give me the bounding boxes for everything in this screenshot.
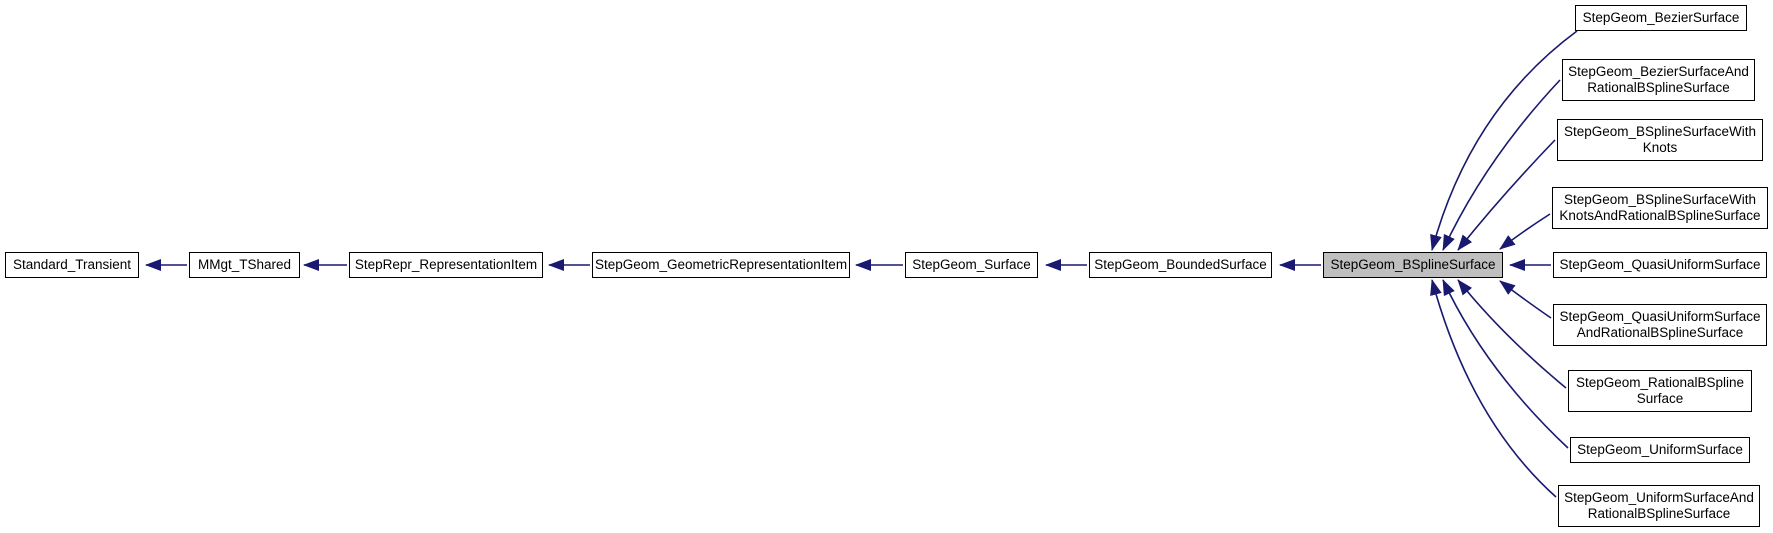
node-stepgeom-bsplinesurface: StepGeom_BSplineSurface <box>1323 252 1503 278</box>
node-stepgeom-bsplinesurfacewithknotsandrationalbsplinesurface[interactable]: StepGeom_BSplineSurfaceWith KnotsAndRati… <box>1552 187 1768 229</box>
node-stepgeom-surface[interactable]: StepGeom_Surface <box>905 252 1038 278</box>
node-stepgeom-beziersurfaceandrationalbsplinesurface[interactable]: StepGeom_BezierSurfaceAnd RationalBSplin… <box>1562 59 1755 101</box>
edge-uniformsurfaceandrational <box>1430 279 1557 498</box>
node-stepgeom-geometricrepresentationitem[interactable]: StepGeom_GeometricRepresentationItem <box>592 252 850 278</box>
edge-bsplinewithknots <box>1457 139 1556 251</box>
edge-bsplinewithknotsandrational <box>1499 213 1551 250</box>
edge-rationalbspline <box>1457 279 1567 389</box>
node-standard-transient[interactable]: Standard_Transient <box>5 252 139 278</box>
edge-uniformsurface <box>1442 279 1569 449</box>
edge-beziersurfaceandrational <box>1442 79 1561 251</box>
node-stepgeom-quasiuniformsurface[interactable]: StepGeom_QuasiUniformSurface <box>1553 252 1767 278</box>
node-stepgeom-quasiuniformsurfaceandrationalbsplinesurface[interactable]: StepGeom_QuasiUniformSurface AndRational… <box>1553 304 1767 346</box>
node-stepgeom-uniformsurfaceandrationalbsplinesurface[interactable]: StepGeom_UniformSurfaceAnd RationalBSpli… <box>1558 485 1760 527</box>
node-steprepr-representationitem[interactable]: StepRepr_RepresentationItem <box>349 252 543 278</box>
node-stepgeom-bsplinesurfacewithknots[interactable]: StepGeom_BSplineSurfaceWith Knots <box>1557 119 1763 161</box>
node-stepgeom-boundedsurface[interactable]: StepGeom_BoundedSurface <box>1089 252 1272 278</box>
edge-beziersurface <box>1430 30 1578 251</box>
edge-quasiuniformandrational <box>1499 280 1552 319</box>
node-mmgt-tshared[interactable]: MMgt_TShared <box>189 252 300 278</box>
node-stepgeom-beziersurface[interactable]: StepGeom_BezierSurface <box>1575 5 1747 31</box>
node-stepgeom-rationalbsplinesurface[interactable]: StepGeom_RationalBSpline Surface <box>1568 370 1752 412</box>
node-stepgeom-uniformsurface[interactable]: StepGeom_UniformSurface <box>1570 437 1750 463</box>
